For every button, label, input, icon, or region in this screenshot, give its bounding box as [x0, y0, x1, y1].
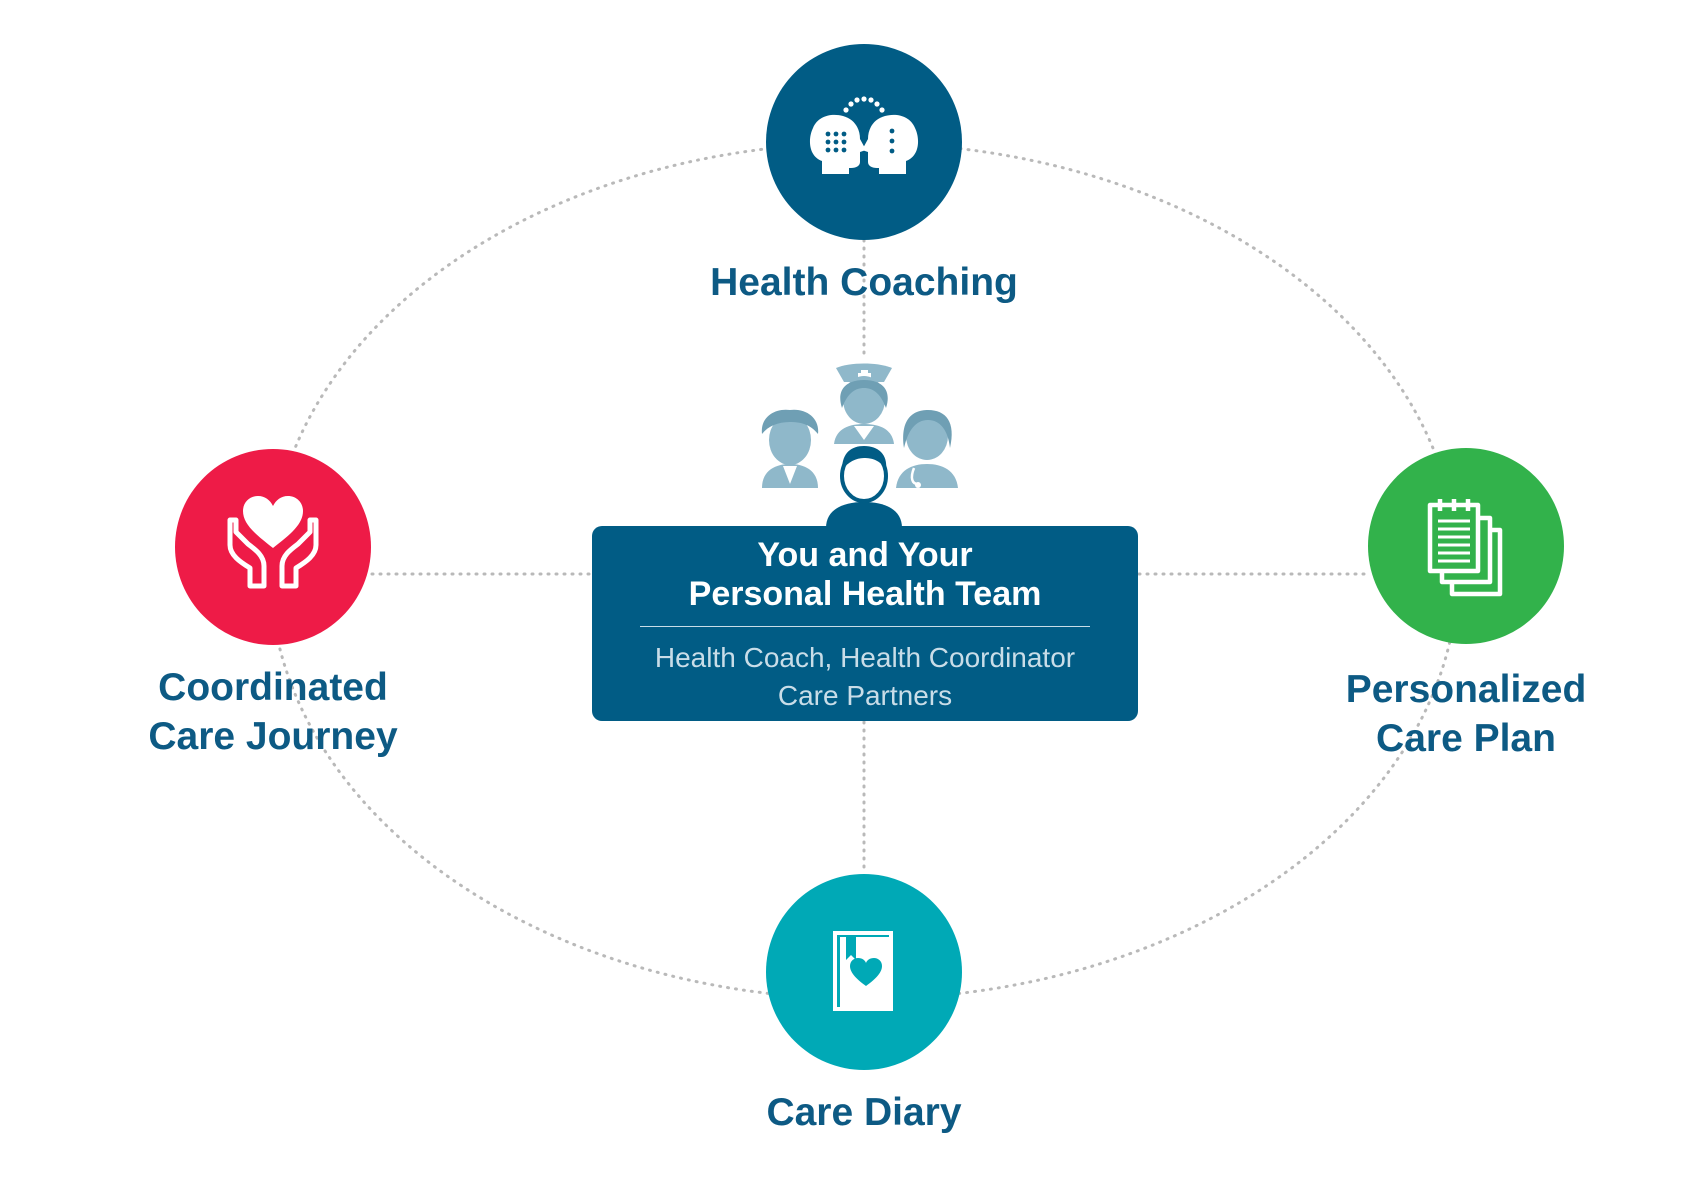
hands-heart-icon	[227, 496, 319, 589]
label-coordinated-line2: Care Journey	[148, 715, 398, 758]
center-subtitle-line1: Health Coach, Health Coordinator	[654, 642, 1076, 673]
label-care-diary-line1: Care Diary	[766, 1091, 962, 1134]
two-heads-icon	[809, 96, 919, 174]
label-coordinated-line1: Coordinated	[158, 666, 388, 709]
center-divider	[640, 626, 1090, 627]
label-care-diary: Care Diary	[664, 1088, 1064, 1137]
node-personalized-care-plan	[1368, 448, 1564, 644]
center-title-line2: Personal Health Team	[688, 575, 1042, 613]
center-title-line1: You and Your	[757, 536, 973, 574]
label-personalized-line1: Personalized	[1345, 668, 1587, 711]
label-health-coaching: Health Coaching	[664, 258, 1064, 307]
label-health-coaching-line1: Health Coaching	[710, 261, 1018, 304]
care-team-icon	[761, 363, 958, 528]
node-health-coaching	[766, 44, 962, 240]
documents-icon	[1427, 499, 1503, 597]
center-team-box: You and Your Personal Health Team Health…	[592, 526, 1138, 721]
center-title: You and Your Personal Health Team	[592, 536, 1138, 614]
diary-heart-icon	[833, 931, 893, 1011]
label-personalized-line2: Care Plan	[1376, 717, 1556, 760]
center-subtitle: Health Coach, Health Coordinator Care Pa…	[592, 639, 1138, 715]
label-coordinated-care-journey: Coordinated Care Journey	[93, 663, 453, 761]
center-subtitle-line2: Care Partners	[777, 680, 953, 711]
node-coordinated-care-journey	[175, 449, 371, 645]
label-personalized-care-plan: Personalized Care Plan	[1286, 665, 1646, 763]
node-care-diary	[766, 874, 962, 1070]
node-circle-health-coaching	[766, 44, 962, 240]
